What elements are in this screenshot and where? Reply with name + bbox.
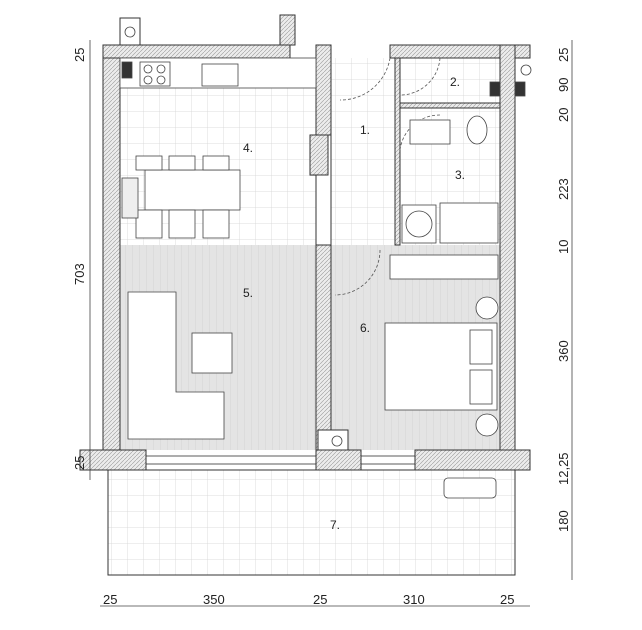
room-label-hall: 1. [360,123,370,137]
dim-bottom-2: 350 [203,592,225,607]
dim-right-4: 223 [556,178,571,200]
dim-right-2: 90 [556,78,571,92]
room-label-bathroom: 3. [455,168,465,182]
dim-bottom-1: 25 [103,592,117,607]
hall-floor [331,58,395,245]
dim-bottom-4: 310 [403,592,425,607]
furniture [119,26,532,499]
dim-bottom-3: 25 [313,592,327,607]
dim-right-6: 360 [556,340,571,362]
room-label-kitchen: 4. [243,141,253,155]
dim-right-7: 12,25 [556,452,571,485]
room-label-wc: 2. [450,75,460,89]
dimension-lines [89,40,573,607]
room-label-living: 5. [243,286,253,300]
dim-left-1: 25 [72,48,87,62]
room-label-bedroom: 6. [360,321,370,335]
room-label-balcony: 7. [330,518,340,532]
dim-right-5: 10 [556,240,571,254]
walls [79,14,531,471]
dim-left-2: 703 [72,263,87,285]
dim-left-3: 25 [72,456,87,470]
dim-right-1: 25 [556,48,571,62]
dim-right-8: 180 [556,510,571,532]
dim-bottom-5: 25 [500,592,514,607]
wc-floor [400,58,500,103]
doors [334,57,441,296]
windows [145,455,416,465]
dim-right-3: 20 [556,108,571,122]
